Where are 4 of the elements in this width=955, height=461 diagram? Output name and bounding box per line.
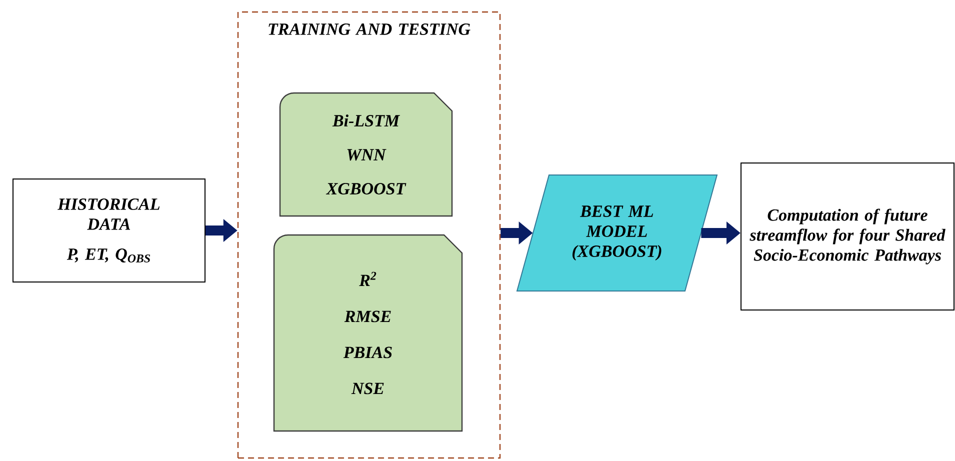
result-box: Computation of future streamflow for four Shared Socio-Economic Pathways (740, 162, 954, 310)
metric-box: R$^{2}$ RMSE PBIAS NSE (273, 234, 463, 432)
model-box: Bi-LSTM WNN XGBOOST (279, 92, 453, 217)
data-box: HISTORICAL DATA P, ET, Q$_{OBS}$ (12, 178, 206, 282)
